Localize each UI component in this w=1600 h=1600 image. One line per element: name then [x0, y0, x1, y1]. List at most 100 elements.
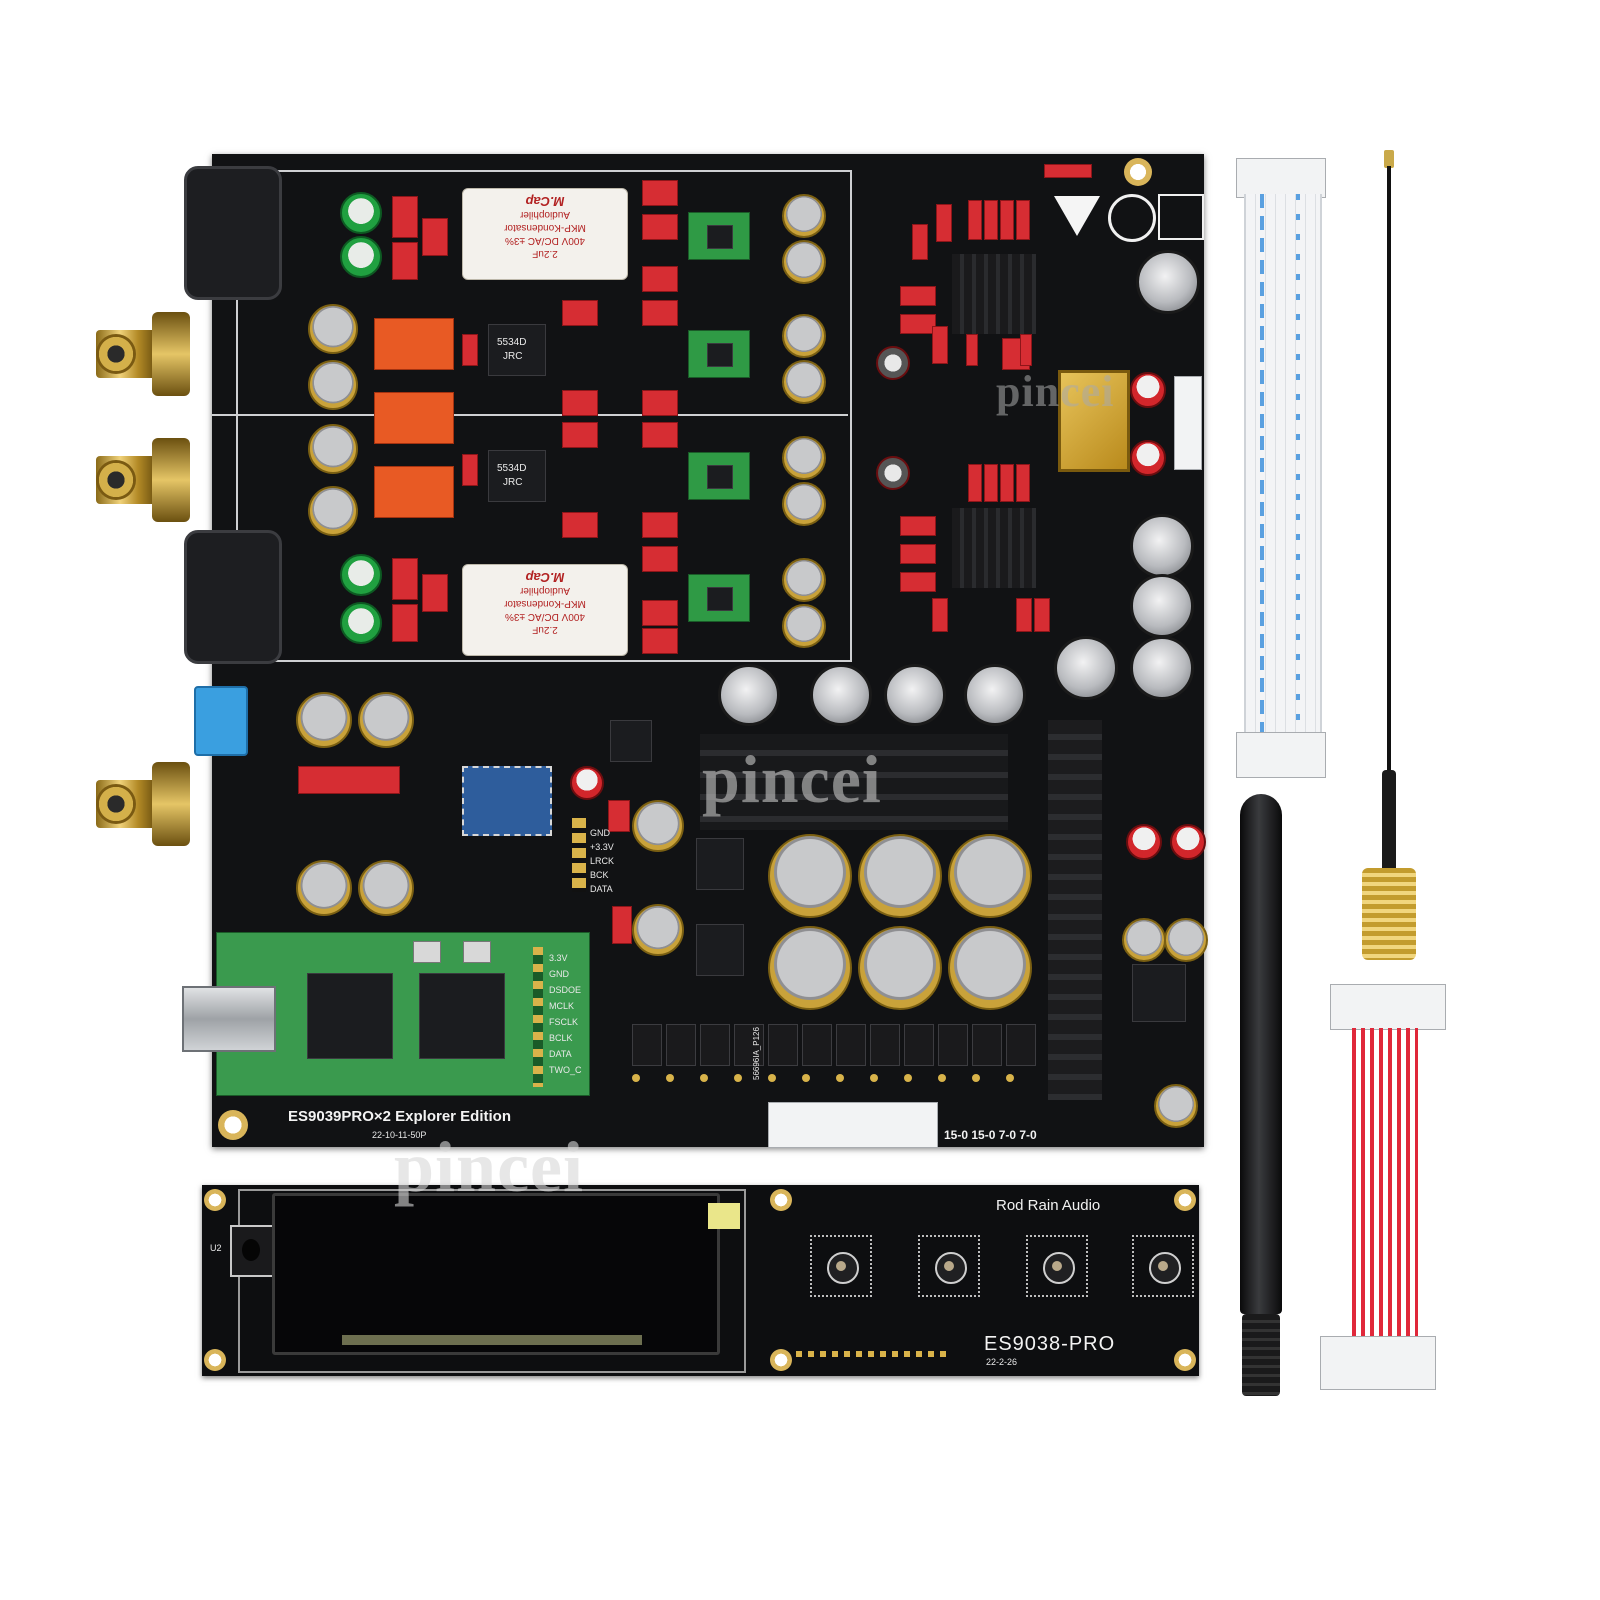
oscillator: [1058, 370, 1130, 472]
i2s-pin-label: +3.3V: [590, 842, 614, 852]
small-capacitor: [1130, 440, 1166, 476]
opamp-module: [688, 452, 750, 500]
red-resistor: [1016, 200, 1030, 240]
large-capacitor: [948, 834, 1032, 918]
mounting-hole: [218, 1110, 248, 1140]
gold-capacitor: [308, 360, 358, 410]
header-pads: [796, 1351, 946, 1357]
header-connector: [1174, 376, 1202, 470]
red-resistor: [608, 800, 630, 832]
red-resistor: [968, 200, 982, 240]
rca-jack-coax: [96, 754, 216, 854]
gold-capacitor: [1122, 918, 1166, 962]
bluetooth-module: [462, 766, 552, 836]
channel-divider: [212, 414, 848, 416]
red-resistor: [642, 214, 678, 240]
red-resistor: [392, 242, 418, 280]
large-capacitor: [948, 926, 1032, 1010]
solder-pad: [972, 1074, 980, 1082]
gold-capacitor: [782, 240, 826, 284]
rohs-logo: [1158, 194, 1204, 240]
control-button-4[interactable]: [1132, 1235, 1194, 1297]
display-protective-film: [708, 1203, 740, 1229]
i2s-pin-label: BCK: [590, 870, 609, 880]
mounting-hole: [204, 1349, 226, 1371]
rectifier-diode: [938, 1024, 968, 1066]
solder-pad: [938, 1074, 946, 1082]
i2s-header: [572, 818, 586, 892]
red-resistor: [900, 516, 936, 536]
control-button-3[interactable]: [1026, 1235, 1088, 1297]
rectifier-diode: [768, 1024, 798, 1066]
gold-capacitor: [632, 800, 684, 852]
red-resistor: [462, 334, 478, 366]
usb-interface-board: 3.3V GND DSDOE MCLK FSCLK BCLK DATA TWO_…: [216, 932, 590, 1096]
mounting-hole: [204, 1189, 226, 1211]
control-button-1[interactable]: [810, 1235, 872, 1297]
usb-pin-label: MCLK: [549, 1001, 575, 1011]
red-resistor: [642, 266, 678, 292]
orange-relay: [374, 392, 454, 444]
regulator: [696, 838, 744, 890]
small-capacitor: [570, 766, 604, 800]
opamp-ic: 5534D JRC: [488, 450, 546, 502]
large-capacitor: [768, 834, 852, 918]
gold-capacitor: [296, 692, 352, 748]
gold-capacitor: [1164, 918, 1208, 962]
ribbon-cable-red: [1320, 984, 1448, 1392]
red-resistor: [1000, 464, 1014, 502]
solder-pad: [632, 1074, 640, 1082]
red-resistor: [562, 390, 598, 416]
cap-text-voltage: 400V DC/AC ±3%: [505, 235, 585, 246]
pb-free-logo: [1108, 194, 1156, 242]
green-capacitor: [340, 602, 382, 644]
usb-pin-label: TWO_C: [549, 1065, 582, 1075]
regulator: [696, 924, 744, 976]
red-resistor: [1000, 200, 1014, 240]
gold-capacitor: [782, 558, 826, 602]
i2s-pin-label: GND: [590, 828, 610, 838]
rectifier-diode: [836, 1024, 866, 1066]
watermark: pincei: [996, 367, 1115, 416]
heatsink: [952, 254, 1036, 334]
small-capacitor: [1130, 372, 1166, 408]
red-resistor: [932, 326, 948, 364]
red-resistor: [642, 600, 678, 626]
silver-capacitor: [1130, 574, 1194, 638]
silver-capacitor: [884, 664, 946, 726]
ribbon-cable-blue: [1236, 158, 1326, 778]
rectifier-diode: [734, 1024, 764, 1066]
rectifier-diode: [904, 1024, 934, 1066]
mounting-hole: [770, 1349, 792, 1371]
solder-pad: [1006, 1074, 1014, 1082]
display-control-board: U2 Rod Rain Audio ES9038-PRO 22-2-26: [202, 1185, 1199, 1376]
rca-jack-1: [96, 304, 216, 404]
rectifier-diode: [632, 1024, 662, 1066]
rca-jack-2: [96, 430, 216, 530]
silver-capacitor: [1130, 514, 1194, 578]
usb-pin-label: FSCLK: [549, 1017, 579, 1027]
silver-capacitor: [718, 664, 780, 726]
solder-pad: [768, 1074, 776, 1082]
usb-pin-label: GND: [549, 969, 569, 979]
red-resistor: [612, 906, 632, 944]
cap-text-sub: Audiophiler: [519, 585, 571, 596]
red-resistor: [900, 572, 936, 592]
solder-pad: [666, 1074, 674, 1082]
cable-connector-bottom: [1236, 732, 1326, 778]
i2s-pin-label: LRCK: [590, 856, 615, 866]
usb-pin-label: DATA: [549, 1049, 572, 1059]
usb-pin-label: DSDOE: [549, 985, 582, 995]
red-resistor: [422, 574, 448, 612]
cable-connector-top: [1236, 158, 1326, 198]
analog-section-outline: [236, 170, 852, 662]
red-resistor: [900, 286, 936, 306]
display-outline: [238, 1189, 746, 1373]
green-capacitor: [340, 236, 382, 278]
ir-receiver: [230, 1225, 274, 1277]
control-button-2[interactable]: [918, 1235, 980, 1297]
power-input-connector: [768, 1102, 938, 1148]
red-resistor: [642, 180, 678, 206]
ipex-sma-pigtail: [1354, 150, 1424, 962]
brand-label: Rod Rain Audio: [996, 1197, 1101, 1214]
